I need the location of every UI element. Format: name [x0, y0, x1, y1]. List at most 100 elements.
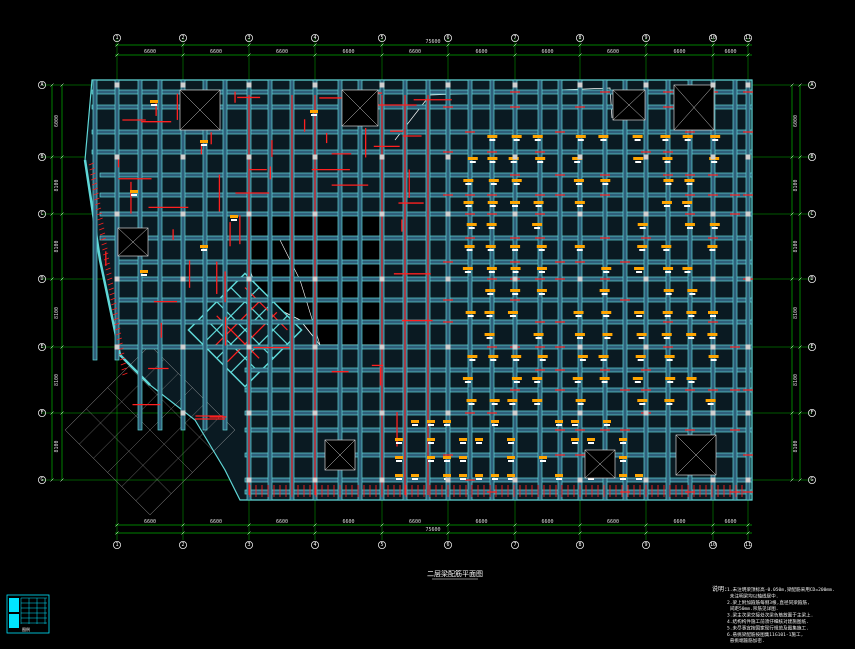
axis-bubble-circle — [244, 34, 253, 43]
beam-tag-orange — [467, 157, 478, 160]
beam-tag-orange — [571, 438, 579, 441]
dimension-tick — [380, 53, 384, 57]
column — [312, 154, 318, 160]
beam-tag-orange — [507, 311, 518, 314]
beam-tag-white — [534, 139, 541, 141]
beam-tag-orange — [619, 438, 627, 441]
beam-tag-white — [684, 139, 691, 141]
axis-bubble-left: D — [38, 274, 47, 283]
dimension-tick — [798, 212, 802, 216]
column — [577, 276, 583, 282]
axis-bubble-bottom: 11 — [744, 541, 753, 550]
column — [445, 276, 451, 282]
beam-tag-white — [666, 403, 673, 405]
beam-tag-orange — [575, 135, 586, 138]
column — [379, 410, 385, 416]
axis-bubble-label: 8 — [578, 542, 581, 548]
axis-bubble-bottom: 8 — [576, 541, 585, 550]
beam-tag-orange — [510, 245, 521, 248]
beam-tag-white — [639, 227, 646, 229]
column — [180, 344, 186, 350]
column — [180, 82, 186, 88]
beam-tag-white — [509, 315, 516, 317]
axis-bubble-circle — [709, 34, 718, 43]
axis-bubble-label: C — [810, 211, 813, 217]
beam-tag-orange — [663, 289, 674, 292]
dimension-tick — [446, 531, 450, 535]
column — [710, 410, 716, 416]
beam-tag-white — [709, 315, 716, 317]
axis-bubble-label: 1 — [115, 542, 118, 548]
beam-tag-white — [588, 442, 594, 444]
dimension-tick — [790, 212, 794, 216]
beam-tag-orange — [487, 157, 498, 160]
beam-tag-white — [638, 337, 645, 339]
axis-bubble-label: 10 — [710, 542, 716, 548]
column — [577, 82, 583, 88]
beam-horizontal — [244, 387, 753, 393]
beam-tag-white — [688, 315, 695, 317]
axis-bubble-circle — [642, 34, 651, 43]
column — [379, 82, 385, 88]
column — [445, 410, 451, 416]
column — [114, 344, 120, 350]
beam-tag-white — [635, 161, 642, 163]
beam-tag-white — [428, 442, 434, 444]
beam-tag-orange — [511, 355, 522, 358]
dimension-top: 6600 — [607, 49, 619, 55]
beam-tag-orange — [599, 377, 610, 380]
beam-tag-white — [709, 249, 716, 251]
beam-tag-orange — [539, 456, 547, 459]
shaft-cross — [584, 449, 616, 479]
dimension-tick — [790, 345, 794, 349]
beam-tag-orange — [687, 289, 698, 292]
beam-tag-orange — [200, 140, 208, 143]
axis-bubble-left: F — [38, 408, 47, 417]
beam-tag-white — [512, 249, 519, 251]
beam-tag-white — [396, 460, 402, 462]
axis-bubble-bottom: 2 — [178, 541, 187, 550]
axis-bubble-right: E — [808, 342, 817, 351]
beam-tag-orange — [602, 333, 613, 336]
beam-tag-orange — [707, 245, 718, 248]
notes-line: 悬挑端箍筋加密. — [727, 637, 765, 644]
beam-tag-orange — [619, 456, 627, 459]
beam-tag-orange — [684, 223, 695, 226]
beam-tag-white — [577, 139, 584, 141]
beam-tag-white — [577, 403, 584, 405]
axis-bubble-label: 5 — [380, 35, 383, 41]
column — [512, 276, 518, 282]
beam-tag-orange — [665, 377, 676, 380]
beam-tag-white — [639, 403, 646, 405]
beam-tag-white — [709, 337, 716, 339]
column — [180, 211, 186, 217]
notes-line: 1.未注明梁顶标高-0.050m,梁配筋采用CD=200mm. — [727, 586, 835, 593]
column — [643, 82, 649, 88]
dimension-bottom: 6600 — [673, 519, 685, 525]
beam-tag-white — [513, 381, 520, 383]
beam-tag-white — [663, 205, 670, 207]
beam-tag-orange — [598, 355, 609, 358]
axis-bubble-circle — [443, 34, 452, 43]
axis-bubble-circle — [576, 34, 585, 43]
rebar-hatch — [95, 202, 101, 206]
beam-tag-white — [534, 227, 541, 229]
beam-tag-white — [534, 381, 541, 383]
beam-tag-orange — [150, 100, 158, 103]
dimension-tick — [313, 43, 317, 47]
legend-block: 图例 — [6, 594, 50, 634]
axis-bubble-circle — [38, 475, 47, 484]
dimension-tick — [115, 531, 119, 535]
beam-tag-white — [539, 359, 546, 361]
beam-tag-orange — [507, 438, 515, 441]
axis-bubble-left: G — [38, 475, 47, 484]
dimension-tick — [446, 53, 450, 57]
beam-tag-white — [151, 104, 157, 106]
column — [710, 82, 716, 88]
beam-tag-white — [412, 478, 418, 480]
beam-tag-white — [538, 293, 545, 295]
axis-bubble-circle — [377, 34, 386, 43]
beam-tag-white — [508, 442, 514, 444]
beam-tag-white — [512, 293, 519, 295]
beam-tag-white — [572, 442, 578, 444]
